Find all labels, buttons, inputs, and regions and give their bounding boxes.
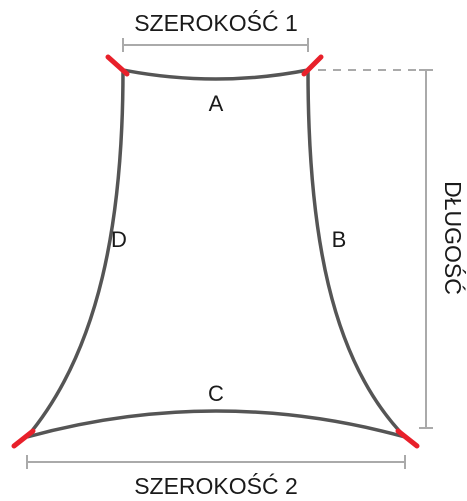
edge-c [26, 409, 406, 439]
length-label: DŁUGOŚĆ [440, 181, 467, 295]
corner-top-left [105, 54, 130, 77]
edge-d [25, 69, 125, 439]
corner-bottom-left [11, 428, 36, 449]
edge-label-d: D [111, 227, 127, 252]
edge-label-a: A [209, 91, 224, 116]
width-bottom-label: SZEROKOŚĆ 2 [134, 472, 298, 499]
sail-outline [25, 68, 407, 439]
corner-top-right [301, 54, 324, 77]
edge-label-b: B [332, 227, 347, 252]
corner-bottom-right [395, 428, 420, 449]
length-dimension: DŁUGOŚĆ [318, 69, 467, 429]
edge-b [306, 69, 407, 439]
edge-label-c: C [208, 381, 224, 406]
width-top-label: SZEROKOŚĆ 1 [134, 9, 298, 36]
width-top-dimension: SZEROKOŚĆ 1 [122, 9, 309, 52]
corner-markers [11, 54, 420, 449]
width-bottom-dimension: SZEROKOŚĆ 2 [26, 455, 406, 499]
edge-a [122, 68, 309, 81]
